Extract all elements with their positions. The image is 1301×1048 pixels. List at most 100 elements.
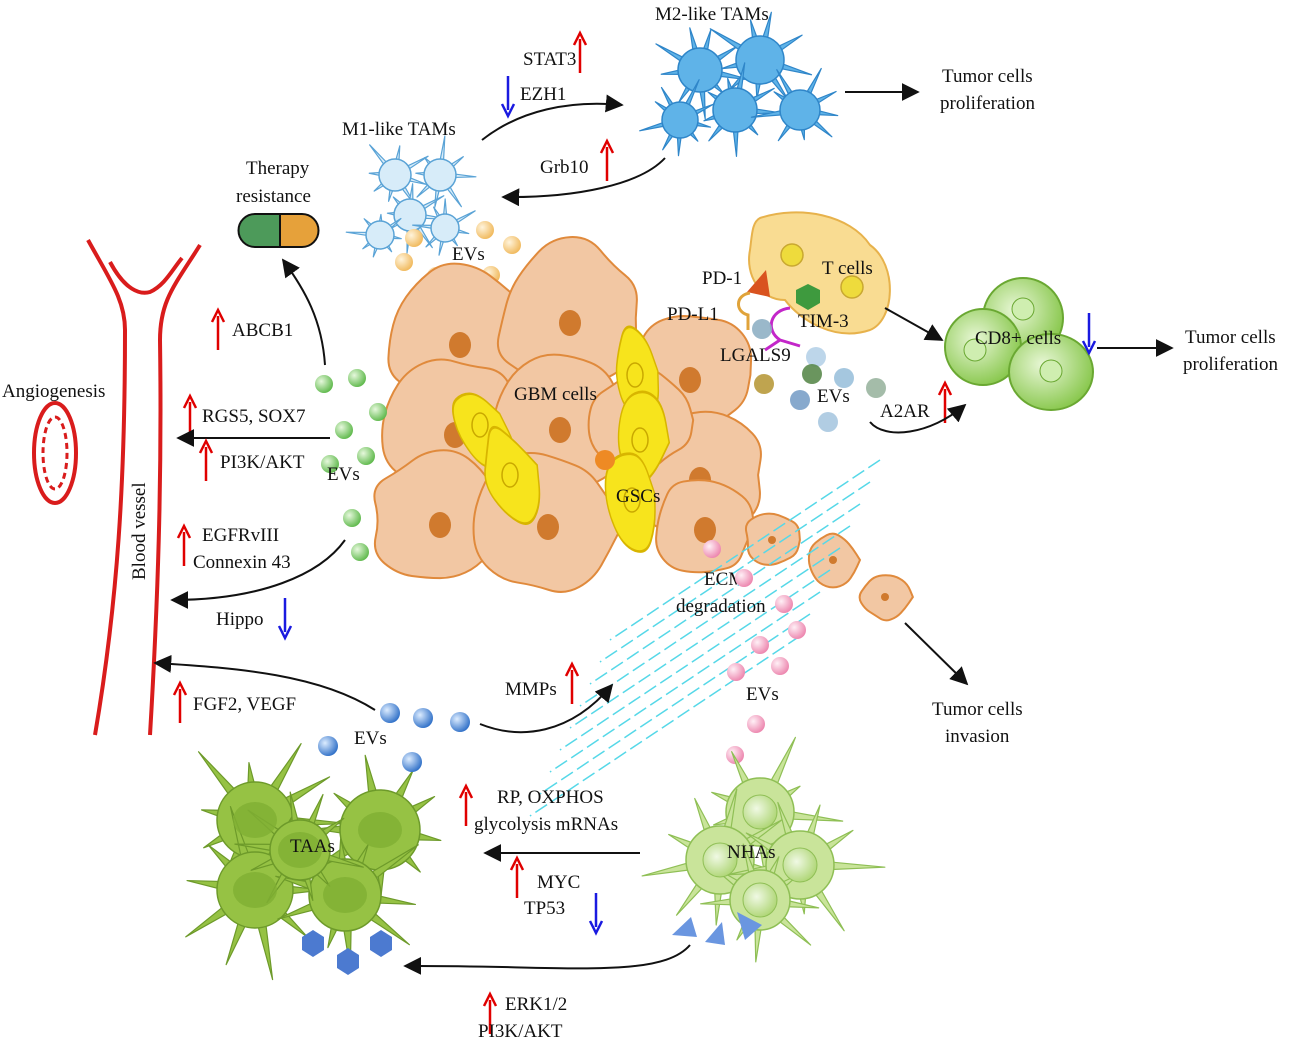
down-arrow-icon [500, 74, 516, 118]
nha-triangles [672, 912, 762, 945]
ev-immune [790, 390, 810, 410]
ev-blue [318, 736, 338, 756]
pd1-receptor-icon [737, 291, 751, 330]
t-cells [748, 211, 891, 335]
nha-nucleus [702, 842, 738, 878]
m1-tam-process [415, 135, 477, 208]
cd8-cells [944, 277, 1094, 411]
ecm-fiber [559, 569, 831, 751]
ev-green [335, 421, 353, 439]
m1-tams-cells [345, 135, 477, 258]
evs-to-therapy-arrow [281, 258, 326, 366]
taa-nucleus [278, 832, 322, 868]
ev-green [315, 375, 333, 393]
mmps-label: MMPs [505, 679, 557, 700]
m1-tam-body [365, 220, 395, 250]
ecm-label-2: degradation [676, 596, 766, 617]
taa-hexagons [302, 930, 392, 975]
down-arrow-icon [277, 596, 293, 640]
angiogenesis-label: Angiogenesis [2, 381, 105, 402]
invading-nucleus [768, 536, 776, 544]
ev-pink [751, 636, 769, 654]
ev-pink [771, 657, 789, 675]
invasion-arrow [904, 622, 969, 686]
pd1-label: PD-1 [702, 268, 742, 289]
ev-green [348, 369, 366, 387]
rgs5-label: RGS5, SOX7 [202, 406, 305, 427]
gscs-label: GSCs [616, 486, 660, 507]
ev-immune [802, 364, 822, 384]
evs-left-label: EVs [327, 464, 360, 485]
evs-pink-group [703, 540, 806, 764]
taa-nucleus [233, 872, 277, 908]
ecm-fiber [579, 525, 851, 707]
up-arrow-icon [599, 139, 615, 183]
ev-pink [703, 540, 721, 558]
ev-pink [727, 663, 745, 681]
invading-nucleus [881, 593, 889, 601]
pi3k-bottom-label: PI3K/AKT [478, 1021, 563, 1042]
evs-to-ecm-arrow [479, 683, 614, 734]
gbm-nucleus [679, 367, 701, 393]
gbm-nucleus [537, 514, 559, 540]
evs-to-cd8-arrow [869, 403, 967, 434]
tcells-to-cd8-arrow [884, 307, 944, 341]
m1-tam-process [368, 144, 429, 207]
ev-blue [380, 703, 400, 723]
ev-immune [806, 347, 826, 367]
gbm-cells-label: GBM cells [514, 384, 597, 405]
evs-right-label: EVs [817, 386, 850, 407]
m2-tam-process [709, 11, 813, 102]
ecm-fiber [609, 459, 881, 641]
ev-immune [752, 319, 772, 339]
up-arrow-icon [210, 308, 226, 352]
m1-tam-body [430, 213, 460, 243]
up-arrow-icon [509, 856, 525, 900]
erk-label: ERK1/2 [505, 994, 567, 1015]
ev-orange [395, 253, 413, 271]
proliferation-top-label-2: proliferation [940, 93, 1035, 114]
ev-green [357, 447, 375, 465]
taa-nucleus [358, 812, 402, 848]
m2-tam-process [703, 62, 782, 157]
ev-blue [402, 752, 422, 772]
tim3-hexagon-icon [796, 284, 820, 310]
ev-green [343, 509, 361, 527]
proliferation-right-label-2: proliferation [1183, 354, 1278, 375]
ev-blue [413, 708, 433, 728]
m2-tams-cells [639, 11, 839, 157]
m1-tam-body [423, 158, 457, 192]
gsc-nucleus [626, 362, 644, 388]
up-arrow-icon [564, 662, 580, 706]
evs-blue-label: EVs [354, 728, 387, 749]
up-arrow-icon [182, 394, 198, 438]
ev-immune [866, 378, 886, 398]
ev-orange [476, 221, 494, 239]
evs-pink-label: EVs [746, 684, 779, 705]
capsule-icon [237, 213, 320, 248]
m2-tam-body [735, 35, 785, 85]
proliferation-top-label-1: Tumor cells [942, 66, 1033, 87]
gsc-nucleus [623, 487, 641, 513]
nha-nucleus [742, 794, 778, 830]
gsc-ev [595, 450, 615, 470]
pd1-triangle-icon [747, 270, 770, 297]
grb10-label: Grb10 [540, 157, 589, 178]
ecm-fiber [589, 503, 861, 685]
connexin-label: Connexin 43 [193, 552, 291, 573]
gbm-nucleus [449, 332, 471, 358]
ev-pink [747, 715, 765, 733]
gbm-tumor-mass [373, 236, 915, 622]
taas-label: TAAs [290, 836, 335, 857]
ecm-fiber [529, 635, 801, 817]
cd8-label: CD8+ cells [975, 328, 1061, 349]
egfrviii-label: EGFRvIII [202, 525, 279, 546]
taa-nucleus [233, 802, 277, 838]
taa-nucleus [323, 877, 367, 913]
tim3-receptor-icon [764, 306, 801, 352]
gsc-cell [604, 452, 656, 553]
evs-green-group [315, 369, 387, 561]
ecm-fiber [539, 613, 811, 795]
gbm-nucleus [694, 517, 716, 543]
gsc-nucleus [631, 427, 649, 453]
